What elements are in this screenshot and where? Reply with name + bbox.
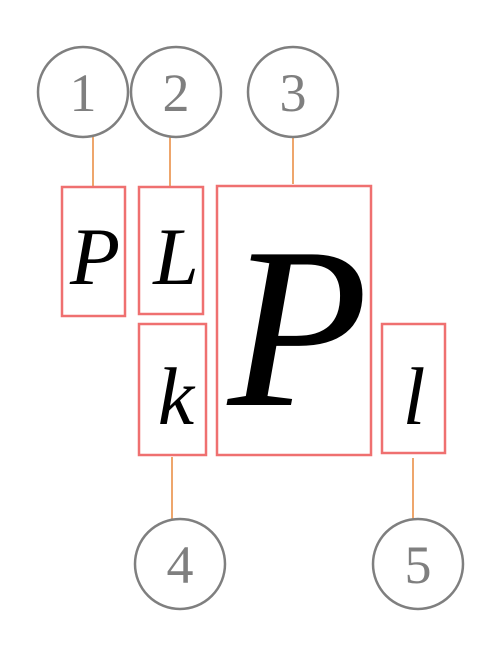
glyph-1: P <box>69 211 120 302</box>
glyph-3: P <box>226 200 369 455</box>
badge-label-3: 3 <box>280 63 307 123</box>
badge-circle-5 <box>371 517 465 611</box>
badge-label-4: 4 <box>167 535 194 595</box>
glyph-4: k <box>158 351 196 442</box>
badge-5: 5 <box>371 517 465 611</box>
badge-label-5: 5 <box>405 535 432 595</box>
badge-circle-1 <box>36 45 130 139</box>
glyph-box-4 <box>137 322 208 457</box>
badge-4: 4 <box>133 517 227 611</box>
glyph-box-5 <box>380 322 447 455</box>
glyph-box-3 <box>215 184 373 457</box>
badge-2: 2 <box>129 45 223 139</box>
badge-1: 1 <box>36 45 130 139</box>
badge-3: 3 <box>246 45 340 139</box>
badge-circle-2 <box>129 45 223 139</box>
badge-circle-3 <box>246 45 340 139</box>
glyph-2: L <box>152 211 199 302</box>
glyph-box-1 <box>60 185 127 318</box>
glyph-5: l <box>403 351 426 442</box>
badge-circle-4 <box>133 517 227 611</box>
badge-label-1: 1 <box>70 63 97 123</box>
glyph-box-2 <box>137 185 205 316</box>
badge-label-2: 2 <box>163 63 190 123</box>
